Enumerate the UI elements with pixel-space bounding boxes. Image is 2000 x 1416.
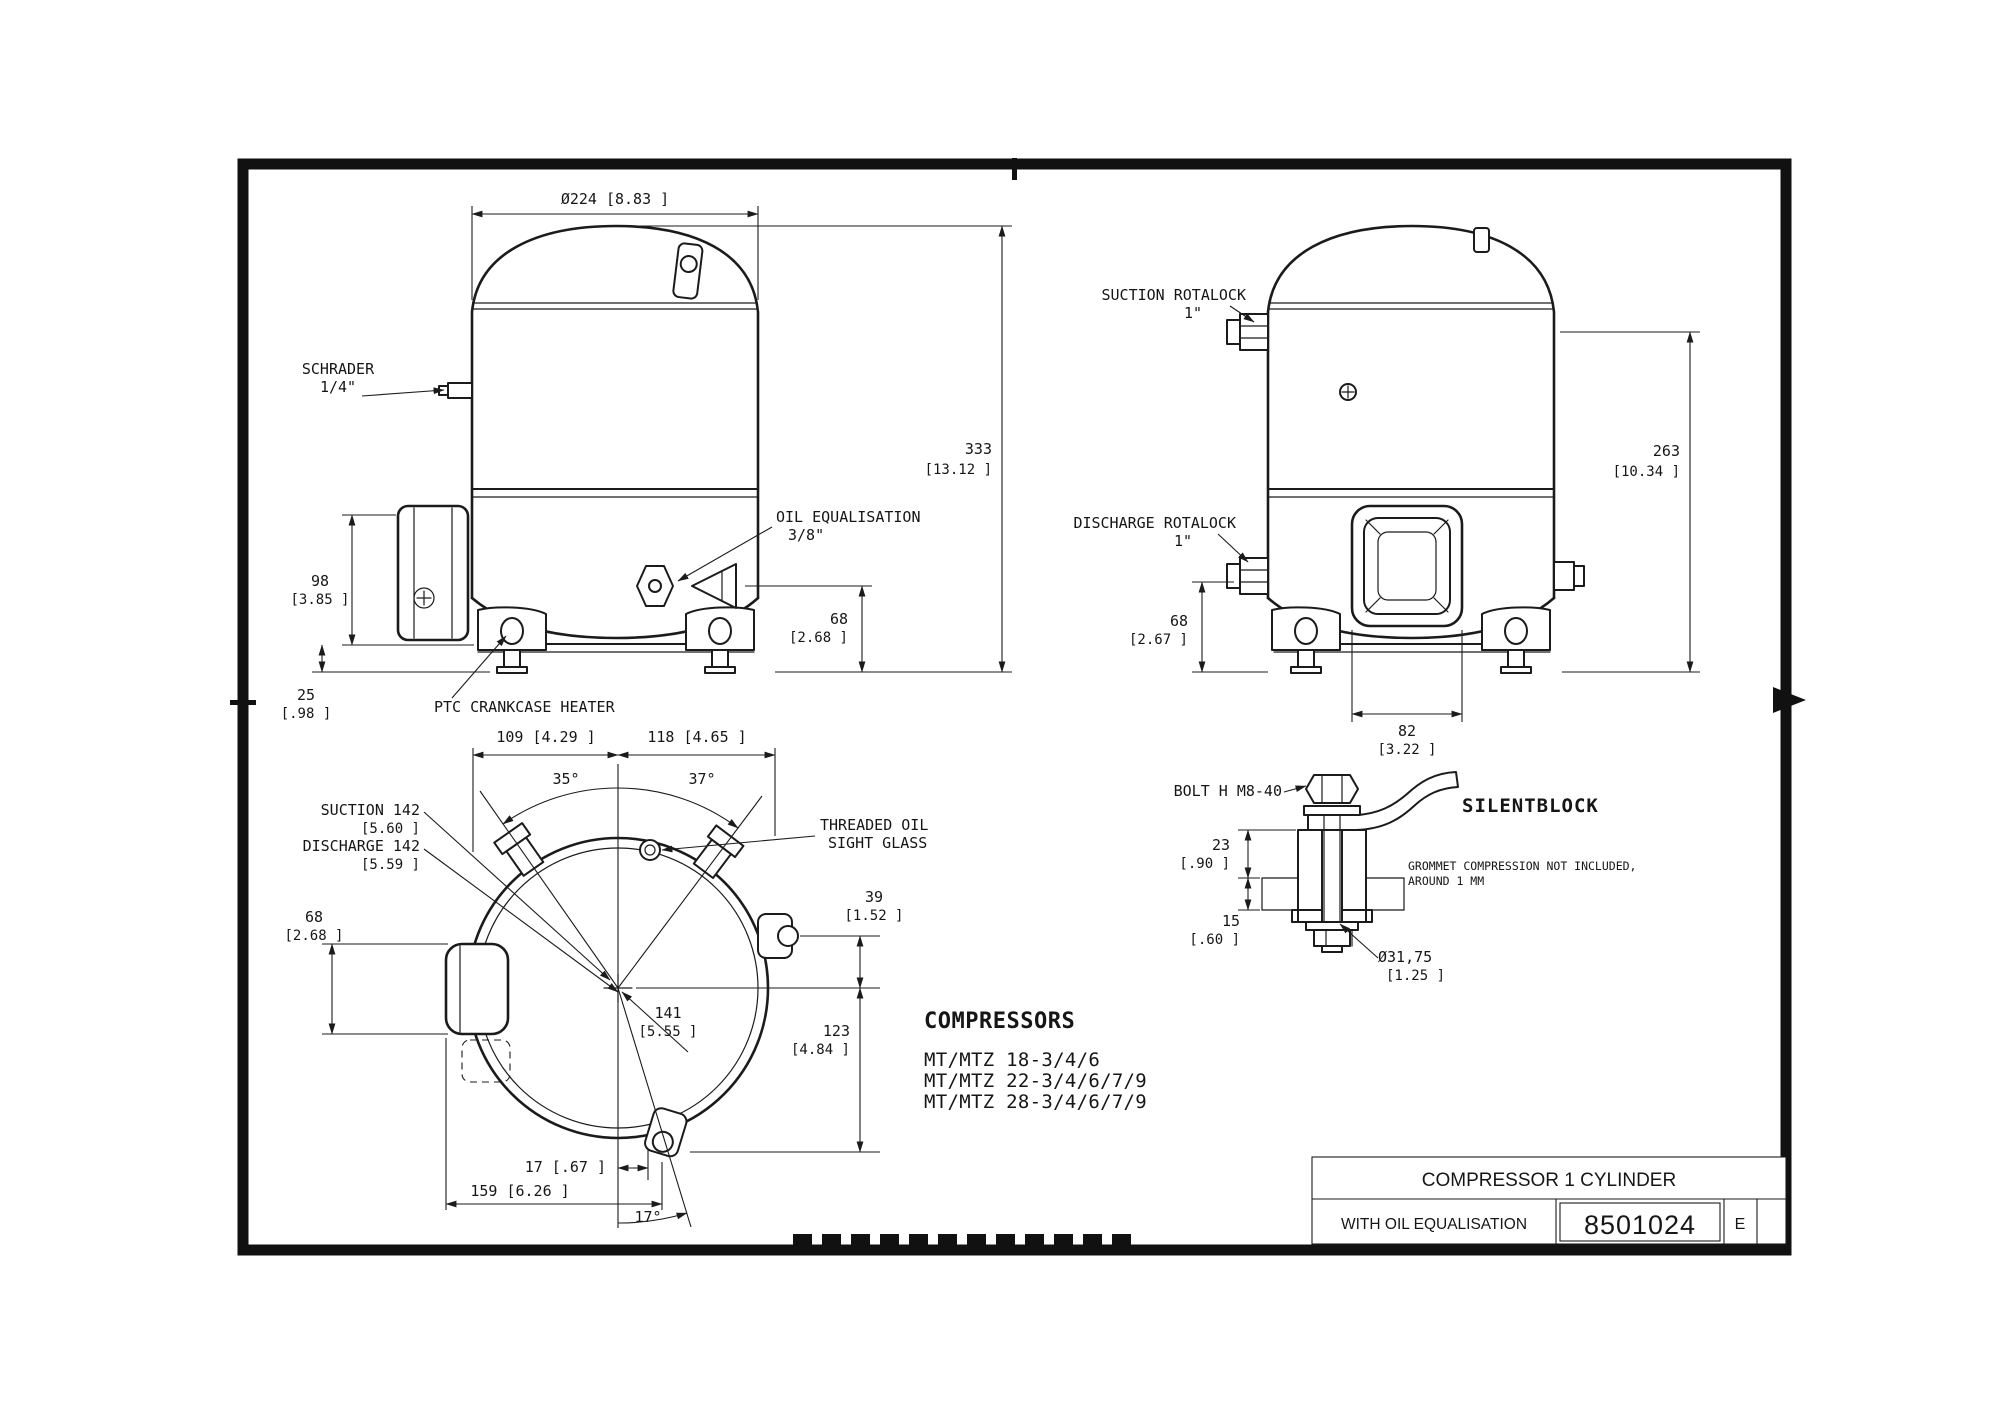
top-dim-17: 17 [.67 ] [525,1158,606,1176]
top-bottom-clamp [644,1107,688,1158]
sb-dim-dia-in: [1.25 ] [1386,968,1445,984]
top-discharge-in: [5.59 ] [361,857,420,873]
drawing-frame [230,158,1806,1256]
suction-rotalock-size: 1" [1184,304,1202,322]
top-dim-118: 118 [4.65 ] [647,728,746,746]
sight-glass-label-2: SIGHT GLASS [828,834,927,852]
top-angle-35: 35° [552,770,579,788]
grommet-note-2: AROUND 1 MM [1408,874,1484,888]
discharge-rotalock-fitting [1226,557,1269,595]
front-dim-25-mm: 25 [297,686,315,704]
sight-glass-label-1: THREADED OIL [820,816,928,834]
top-suction-rotalock [444,942,510,1036]
top-dim-39-in: [1.52 ] [844,908,903,924]
top-angle-17: 17° [634,1208,661,1226]
top-dim-39-mm: 39 [865,888,883,906]
hidden-detail-dashed [461,1039,511,1083]
sb-dim-15-in: [.60 ] [1189,932,1240,948]
lifting-lug [672,242,704,300]
revision-letter: E [1735,1216,1746,1233]
sb-dim-15-mm: 15 [1222,912,1240,930]
ptc-heater-label: PTC CRANKCASE HEATER [434,698,616,716]
suction-rotalock-fitting [1226,313,1269,351]
top-discharge-label: DISCHARGE 142 [303,837,420,855]
top-suction-stub [493,822,545,877]
suction-rotalock-label: SUCTION ROTALOCK [1102,286,1247,304]
title-block-title: COMPRESSOR 1 CYLINDER [1422,1170,1676,1191]
side-dim-82-in: [3.22 ] [1377,742,1436,758]
schrader-size: 1/4" [320,378,356,396]
side-right-stub [1553,561,1585,591]
oil-equalisation-size: 3/8" [788,526,824,544]
top-dim-123-in: [4.84 ] [791,1042,850,1058]
top-view: 109 [4.29 ] 118 [4.65 ] 35° 37° SUCTION … [284,728,928,1228]
silentblock-dimensions [1238,785,1379,959]
discharge-rotalock-label: DISCHARGE ROTALOCK [1073,514,1236,532]
compressor-model: MT/MTZ 18-3/4/6 [924,1049,1100,1071]
top-dimensions [322,748,880,1228]
bolt-label: BOLT H M8-40 [1174,782,1282,800]
compressor-model: MT/MTZ 22-3/4/6/7/9 [924,1070,1147,1092]
oil-equalisation-fitting [636,565,674,607]
top-dim-141-in: [5.55 ] [638,1024,697,1040]
oil-equalisation-label: OIL EQUALISATION [776,508,921,526]
top-right-clamp [757,913,799,959]
drawing-number: 8501024 [1584,1210,1696,1240]
sb-dim-dia-mm: Ø31,75 [1378,948,1432,966]
front-dim-68-in: [2.68 ] [789,630,848,646]
top-dim-123-mm: 123 [823,1022,850,1040]
top-dim-68-in: [2.68 ] [284,928,343,944]
sb-dim-23-in: [.90 ] [1179,856,1230,872]
mounting-bolt [1303,774,1361,935]
top-dim-159: 159 [6.26 ] [470,1182,569,1200]
top-dim-68-mm: 68 [305,908,323,926]
terminal-box-side [1350,504,1464,628]
compressor-list: COMPRESSORS MT/MTZ 18-3/4/6 MT/MTZ 22-3/… [924,1009,1147,1113]
silentblock-detail: BOLT H M8-40 SILENTBLOCK 23 [.90 ] GROMM… [1174,771,1636,984]
grommet-note-1: GROMMET COMPRESSION NOT INCLUDED, [1408,859,1636,873]
silentblock-title: SILENTBLOCK [1462,795,1599,817]
frame-fold-arrow [1773,687,1806,713]
front-dim-25-in: [.98 ] [281,706,332,722]
front-dim-diameter: Ø224 [8.83 ] [561,190,669,208]
side-dim-263-mm: 263 [1653,442,1680,460]
side-dim-68-in: [2.67 ] [1129,632,1188,648]
side-vent-port [1339,383,1357,401]
top-suction-in: [5.60 ] [361,821,420,837]
discharge-rotalock-size: 1" [1174,532,1192,550]
title-block: COMPRESSOR 1 CYLINDER WITH OIL EQUALISAT… [1311,1156,1787,1245]
front-dim-333-in: [13.12 ] [925,462,992,478]
front-dim-98-in: [3.85 ] [290,592,349,608]
front-dim-333-mm: 333 [965,440,992,458]
side-dim-263-in: [10.34 ] [1613,464,1680,480]
front-dim-68-mm: 68 [830,610,848,628]
mounting-rail-section [1261,877,1405,911]
bolt-nut [1305,921,1359,953]
side-base-and-feet [1271,606,1551,674]
side-dim-68-mm: 68 [1170,612,1188,630]
oil-sight-glass-cone [691,563,737,609]
schrader-label: SCHRADER [302,360,375,378]
front-base-and-feet [477,606,755,674]
front-dim-98-mm: 98 [311,572,329,590]
front-dimensions [312,206,1012,699]
top-dim-141-mm: 141 [654,1004,681,1022]
top-angle-37: 37° [688,770,715,788]
threaded-oil-sight-glass [639,839,661,861]
terminal-box-front [396,504,470,642]
top-dim-109: 109 [4.29 ] [496,728,595,746]
side-view: SUCTION ROTALOCK 1" DISCHARGE ROTALOCK 1… [1073,224,1700,758]
side-dim-82-mm: 82 [1398,722,1416,740]
top-suction-label: SUCTION 142 [321,801,420,819]
sb-dim-23-mm: 23 [1212,836,1230,854]
side-dimensions [1192,305,1700,722]
compressors-heading: COMPRESSORS [924,1009,1075,1034]
front-view: Ø224 [8.83 ] 333 [13.12 ] SCHRADER 1/4" … [281,190,1012,722]
compressor-model: MT/MTZ 28-3/4/6/7/9 [924,1091,1147,1113]
title-block-subtitle: WITH OIL EQUALISATION [1341,1216,1527,1233]
